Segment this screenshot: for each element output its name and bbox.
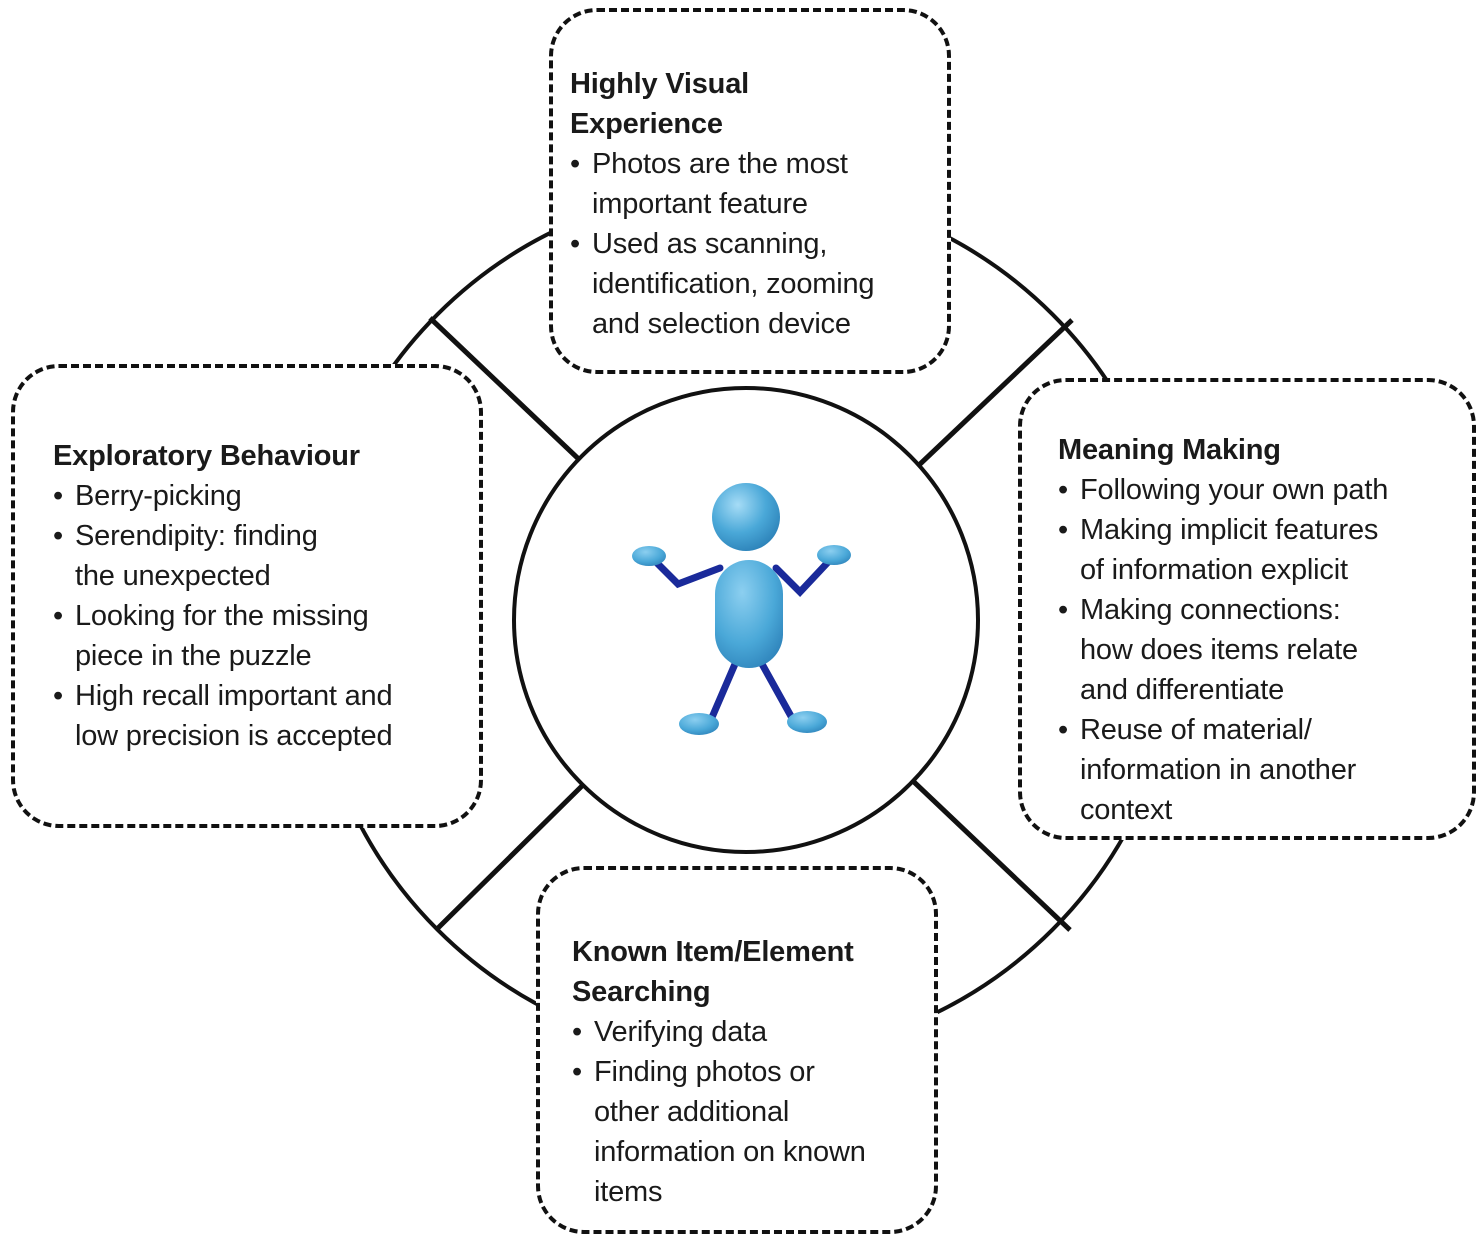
list-item-text: Making implicit features of information … <box>1080 514 1379 586</box>
list-item-text: Looking for the missing piece in the puz… <box>75 600 369 672</box>
bullet-icon: • <box>1058 594 1068 626</box>
list-item: • Serendipity: finding the unexpected <box>53 516 473 596</box>
list-item: • Finding photos or other additional inf… <box>572 1052 932 1212</box>
bullet-icon: • <box>572 1016 582 1048</box>
bullet-icon: • <box>570 148 580 180</box>
box-title: Meaning Making <box>1058 434 1281 466</box>
list-item-text: Reuse of material/ information in anothe… <box>1080 714 1357 826</box>
bullet-icon: • <box>53 680 63 712</box>
list-item: • Verifying data <box>572 1012 932 1052</box>
person-shrugging-icon <box>632 483 851 735</box>
box-meaning-making: Meaning Making • Following your own path… <box>1018 378 1476 840</box>
spoke-bottom-left <box>434 778 590 932</box>
box-title: Exploratory Behaviour <box>53 440 360 472</box>
list-item: • Making implicit features of informatio… <box>1058 510 1468 590</box>
box-highly-visual-experience: Highly Visual Experience • Photos are th… <box>549 8 951 374</box>
list-item: • Reuse of material/ information in anot… <box>1058 710 1468 830</box>
list-item-text: Verifying data <box>594 1016 767 1048</box>
box-title: Highly Visual Experience <box>570 68 749 140</box>
bullet-icon: • <box>1058 514 1068 546</box>
spoke-top-left <box>428 316 588 468</box>
spoke-bottom-right <box>912 780 1072 932</box>
list-item-text: Serendipity: finding the unexpected <box>75 520 318 592</box>
bullet-icon: • <box>1058 474 1068 506</box>
box-known-item-searching: Known Item/Element Searching • Verifying… <box>536 866 938 1234</box>
box-title: Known Item/Element Searching <box>572 936 854 1008</box>
bullet-icon: • <box>572 1056 582 1088</box>
bullet-icon: • <box>53 600 63 632</box>
spoke-top-right <box>916 318 1074 468</box>
list-item-text: Following your own path <box>1080 474 1389 506</box>
list-item: • Used as scanning, identification, zoom… <box>570 224 940 344</box>
bullet-icon: • <box>570 228 580 260</box>
bullet-icon: • <box>1058 714 1068 746</box>
list-item-text: High recall important and low precision … <box>75 680 393 752</box>
list-item: • Looking for the missing piece in the p… <box>53 596 473 676</box>
bullet-icon: • <box>53 480 63 512</box>
list-item-text: Photos are the most important feature <box>592 148 848 220</box>
list-item-text: Used as scanning, identification, zoomin… <box>592 228 875 340</box>
list-item-text: Berry-picking <box>75 480 242 512</box>
list-item: • Photos are the most important feature <box>570 144 940 224</box>
bullet-icon: • <box>53 520 63 552</box>
list-item: • Following your own path <box>1058 470 1468 510</box>
list-item: • Berry-picking <box>53 476 473 516</box>
list-item: • High recall important and low precisio… <box>53 676 473 756</box>
list-item-text: Finding photos or other additional infor… <box>594 1056 866 1208</box>
box-exploratory-behaviour: Exploratory Behaviour • Berry-picking • … <box>11 364 483 828</box>
list-item-text: Making connections: how does items relat… <box>1080 594 1358 706</box>
list-item: • Making connections: how does items rel… <box>1058 590 1468 710</box>
